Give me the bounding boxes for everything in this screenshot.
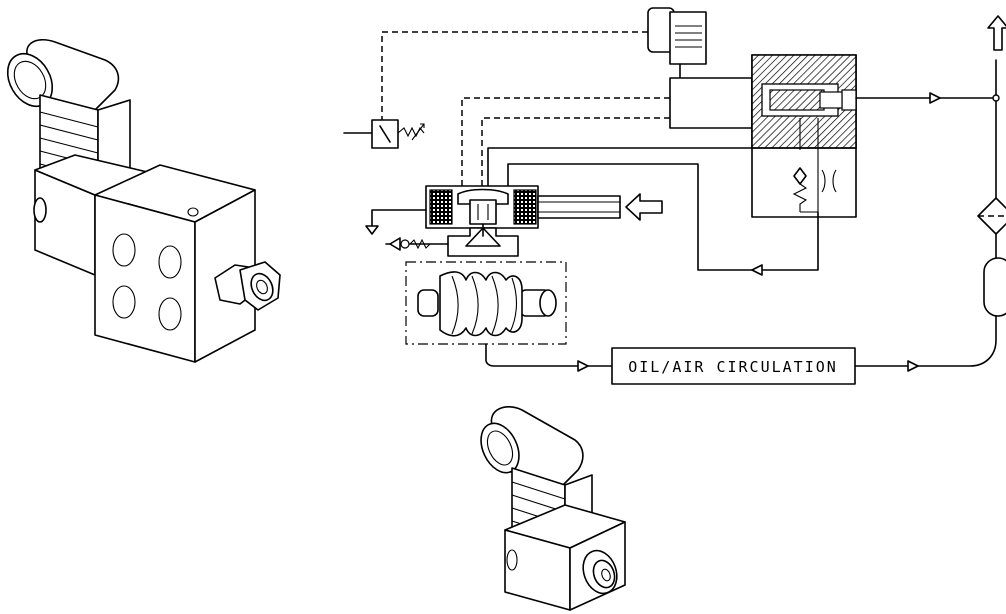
circulation-line-left — [485, 343, 613, 367]
circulation-box — [611, 347, 856, 385]
screw-compressor — [405, 261, 567, 345]
flow-arrow-return — [751, 264, 763, 276]
valve-block-section — [751, 54, 857, 218]
solenoid-coil-box — [669, 77, 753, 129]
coil-winding-left — [429, 189, 453, 225]
port-1 — [112, 233, 136, 267]
compressor-housing — [405, 261, 567, 345]
return-line-right — [854, 59, 997, 367]
valve-assembly-iso-view — [6, 38, 281, 363]
coil-winding-right — [513, 189, 537, 225]
dashed-signal-line — [381, 31, 648, 120]
air-inlet-arrow — [625, 193, 663, 221]
port-4 — [158, 297, 182, 331]
air-outlet-arrow — [987, 15, 1006, 51]
rotor-shaft-left — [417, 289, 439, 317]
flow-arrow-circ-1 — [577, 360, 589, 372]
tank-symbol — [983, 257, 1006, 317]
schematic: OIL/AIR CIRCULATION — [343, 7, 1006, 385]
control-return-line — [507, 163, 819, 271]
pressure-switch — [343, 119, 425, 149]
port-3 — [112, 285, 136, 319]
valve-solenoid-iso-view — [480, 406, 626, 611]
flow-arrow-circ-2 — [907, 360, 919, 372]
flow-arrow-outlet — [929, 92, 941, 104]
circulation-label: OIL/AIR CIRCULATION — [628, 358, 838, 376]
inlet-valve-actuator — [425, 185, 621, 257]
valve-block-front — [94, 194, 196, 363]
connector-symbol — [647, 7, 707, 79]
poppet-valve — [465, 227, 501, 247]
inlet-pipe — [537, 195, 621, 219]
screw-rotor — [439, 271, 523, 337]
port-2 — [158, 245, 182, 279]
bleed-line — [365, 209, 449, 251]
